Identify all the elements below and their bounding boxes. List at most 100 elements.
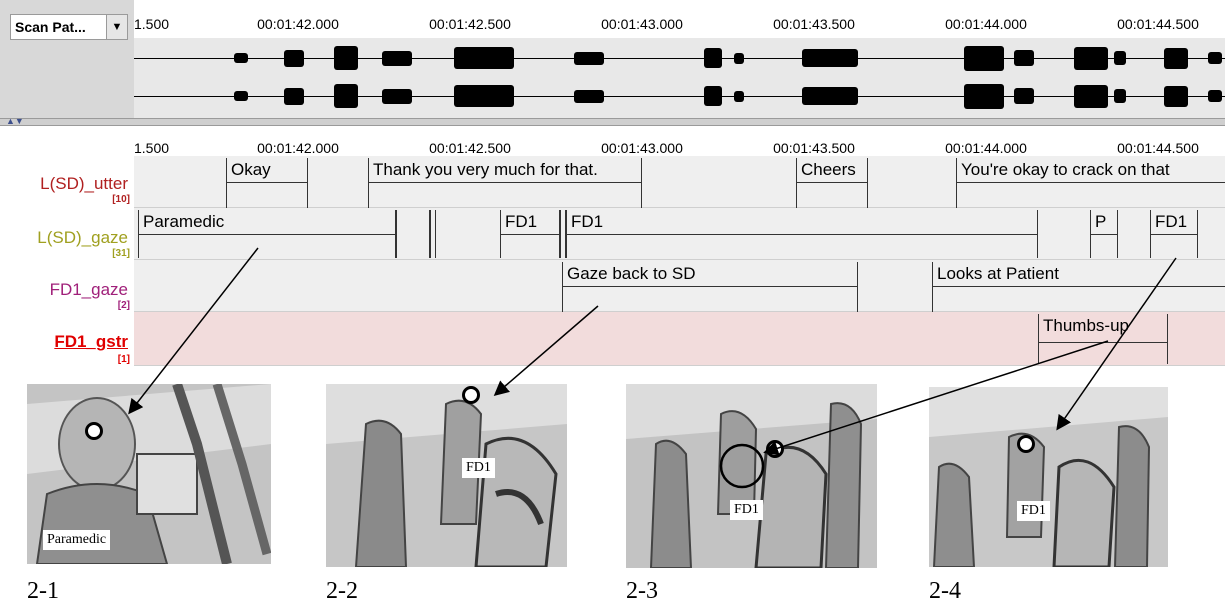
ruler-tick-label: 00:01:44.500 xyxy=(1117,140,1199,156)
waveform-burst xyxy=(334,46,358,70)
waveform-burst xyxy=(1074,46,1108,70)
frame-caption: 2-3 xyxy=(626,578,658,604)
waveform-burst xyxy=(454,47,514,69)
annotation-segment[interactable]: Gaze back to SD xyxy=(562,262,858,312)
person-label: FD1 xyxy=(462,458,495,478)
waveform-burst xyxy=(382,50,412,66)
waveform-burst xyxy=(382,88,412,104)
ruler-tick-label: 00:01:43.000 xyxy=(601,16,683,32)
gaze-point-marker xyxy=(462,386,480,404)
tier-name: FD1_gstr xyxy=(54,332,128,351)
scene-illustration xyxy=(626,384,877,568)
waveform-viewer[interactable]: Scan Pat... ▼ 1.500 00:01:42.000 00:01:4… xyxy=(0,0,1225,118)
ruler-tick-label: 00:01:43.000 xyxy=(601,140,683,156)
tier-label-fd1-gstr[interactable]: FD1_gstr [1] xyxy=(0,312,134,366)
gaze-point-marker xyxy=(85,422,103,440)
ruler-tick-label: 00:01:44.000 xyxy=(945,16,1027,32)
panel-splitter[interactable]: ▲▼ xyxy=(0,116,1225,126)
tier-row-sd-gaze[interactable]: Paramedic FD1 FD1 P FD1 xyxy=(134,208,1225,260)
annotation-text: Looks at Patient xyxy=(937,264,1059,283)
annotation-segment[interactable]: FD1 xyxy=(566,210,1038,258)
tier-label-sd-utter[interactable]: L(SD)_utter [10] xyxy=(0,156,134,208)
scan-pattern-label: Scan Pat... xyxy=(15,19,86,35)
waveform-burst xyxy=(334,84,358,108)
scan-pattern-dropdown[interactable]: Scan Pat... ▼ xyxy=(10,14,128,40)
ruler-tick-label: 00:01:44.000 xyxy=(945,140,1027,156)
annotation-text: Okay xyxy=(231,160,271,179)
waveform-burst xyxy=(284,49,304,67)
tier-label-fd1-gaze[interactable]: FD1_gaze [2] xyxy=(0,260,134,312)
tier-label-sd-gaze[interactable]: L(SD)_gaze [31] xyxy=(0,208,134,260)
waveform-burst xyxy=(1114,51,1126,65)
annotation-text: Thumbs-up xyxy=(1043,316,1129,335)
tier-name: FD1_gaze xyxy=(49,280,128,299)
annotation-text: FD1 xyxy=(571,212,604,231)
annotation-segment[interactable]: Looks at Patient xyxy=(932,262,1225,312)
annotation-text: Paramedic xyxy=(143,212,225,231)
annotation-segment[interactable] xyxy=(430,210,436,258)
annotation-text: You're okay to crack on that xyxy=(961,160,1170,179)
waveform-burst xyxy=(1208,90,1222,102)
annotation-span-line xyxy=(139,234,395,235)
ruler-tick-label: 00:01:42.500 xyxy=(429,140,511,156)
tier-row-sd-utter[interactable]: Okay Thank you very much for that. Cheer… xyxy=(134,156,1225,208)
annotation-segment[interactable] xyxy=(560,210,566,258)
annotation-span-line xyxy=(933,286,1225,287)
ruler-tick-label: 00:01:44.500 xyxy=(1117,16,1199,32)
annotation-span-line xyxy=(227,182,307,183)
person-label: FD1 xyxy=(1017,501,1050,521)
waveform-burst xyxy=(1164,47,1188,69)
waveform-channel-2 xyxy=(134,96,1225,97)
annotation-text: Gaze back to SD xyxy=(567,264,696,283)
waveform-burst xyxy=(574,51,604,65)
waveform-burst xyxy=(284,87,304,105)
ruler-tick-label: 00:01:43.500 xyxy=(773,16,855,32)
waveform-control-panel: Scan Pat... ▼ xyxy=(0,0,135,118)
annotation-text: P xyxy=(1095,212,1107,231)
tier-count: [1] xyxy=(117,354,130,365)
annotation-segment[interactable]: P xyxy=(1090,210,1118,258)
gaze-point-marker xyxy=(766,440,784,458)
annotation-span-line xyxy=(1091,234,1117,235)
video-frame-2-3: FD1 xyxy=(626,384,877,568)
chevron-down-icon[interactable]: ▼ xyxy=(106,15,127,39)
waveform-burst xyxy=(964,83,1004,109)
annotation-segment[interactable] xyxy=(396,210,430,258)
tier-row-fd1-gaze[interactable]: Gaze back to SD Looks at Patient xyxy=(134,260,1225,312)
ruler-tick-label: 00:01:42.500 xyxy=(429,16,511,32)
waveform-burst xyxy=(704,48,722,68)
annotation-segment[interactable]: Cheers xyxy=(796,158,868,208)
waveform-channel-1 xyxy=(134,58,1225,59)
tier-count: [2] xyxy=(117,300,130,311)
annotation-segment[interactable]: Paramedic xyxy=(138,210,396,258)
annotation-segment[interactable]: Okay xyxy=(226,158,308,208)
annotation-segment[interactable]: FD1 xyxy=(500,210,560,258)
tier-name: L(SD)_gaze xyxy=(37,228,128,247)
scene-illustration xyxy=(929,387,1168,567)
splitter-arrows-icon[interactable]: ▲▼ xyxy=(6,116,24,126)
video-frame-2-1: Paramedic xyxy=(27,384,271,564)
annotation-text: Cheers xyxy=(801,160,856,179)
tier-count: [10] xyxy=(112,194,130,205)
waveform-burst xyxy=(734,90,744,102)
annotation-segment[interactable]: Thumbs-up xyxy=(1038,314,1168,364)
annotation-text: FD1 xyxy=(505,212,538,231)
annotation-segment[interactable]: You're okay to crack on that xyxy=(956,158,1225,208)
waveform-burst xyxy=(802,49,858,67)
video-frame-2-4: FD1 xyxy=(929,387,1168,567)
tier-header-spacer xyxy=(0,126,134,156)
person-label: Paramedic xyxy=(43,530,111,550)
annotation-segment[interactable]: Thank you very much for that. xyxy=(368,158,642,208)
audio-waveform[interactable] xyxy=(134,38,1225,118)
frame-caption: 2-2 xyxy=(326,578,358,604)
annotation-time-ruler[interactable]: 1.500 00:01:42.000 00:01:42.500 00:01:43… xyxy=(134,126,1225,156)
ruler-tick-label: 00:01:43.500 xyxy=(773,140,855,156)
annotation-segment[interactable]: FD1 xyxy=(1150,210,1198,258)
frame-caption: 2-1 xyxy=(27,578,59,604)
annotation-span-line xyxy=(957,182,1225,183)
tier-row-fd1-gstr[interactable]: Thumbs-up xyxy=(134,312,1225,366)
waveform-time-ruler[interactable]: 1.500 00:01:42.000 00:01:42.500 00:01:43… xyxy=(134,0,1225,38)
frame-caption: 2-4 xyxy=(929,578,961,604)
ruler-tick-label: 1.500 xyxy=(134,16,170,32)
waveform-burst xyxy=(1074,84,1108,108)
